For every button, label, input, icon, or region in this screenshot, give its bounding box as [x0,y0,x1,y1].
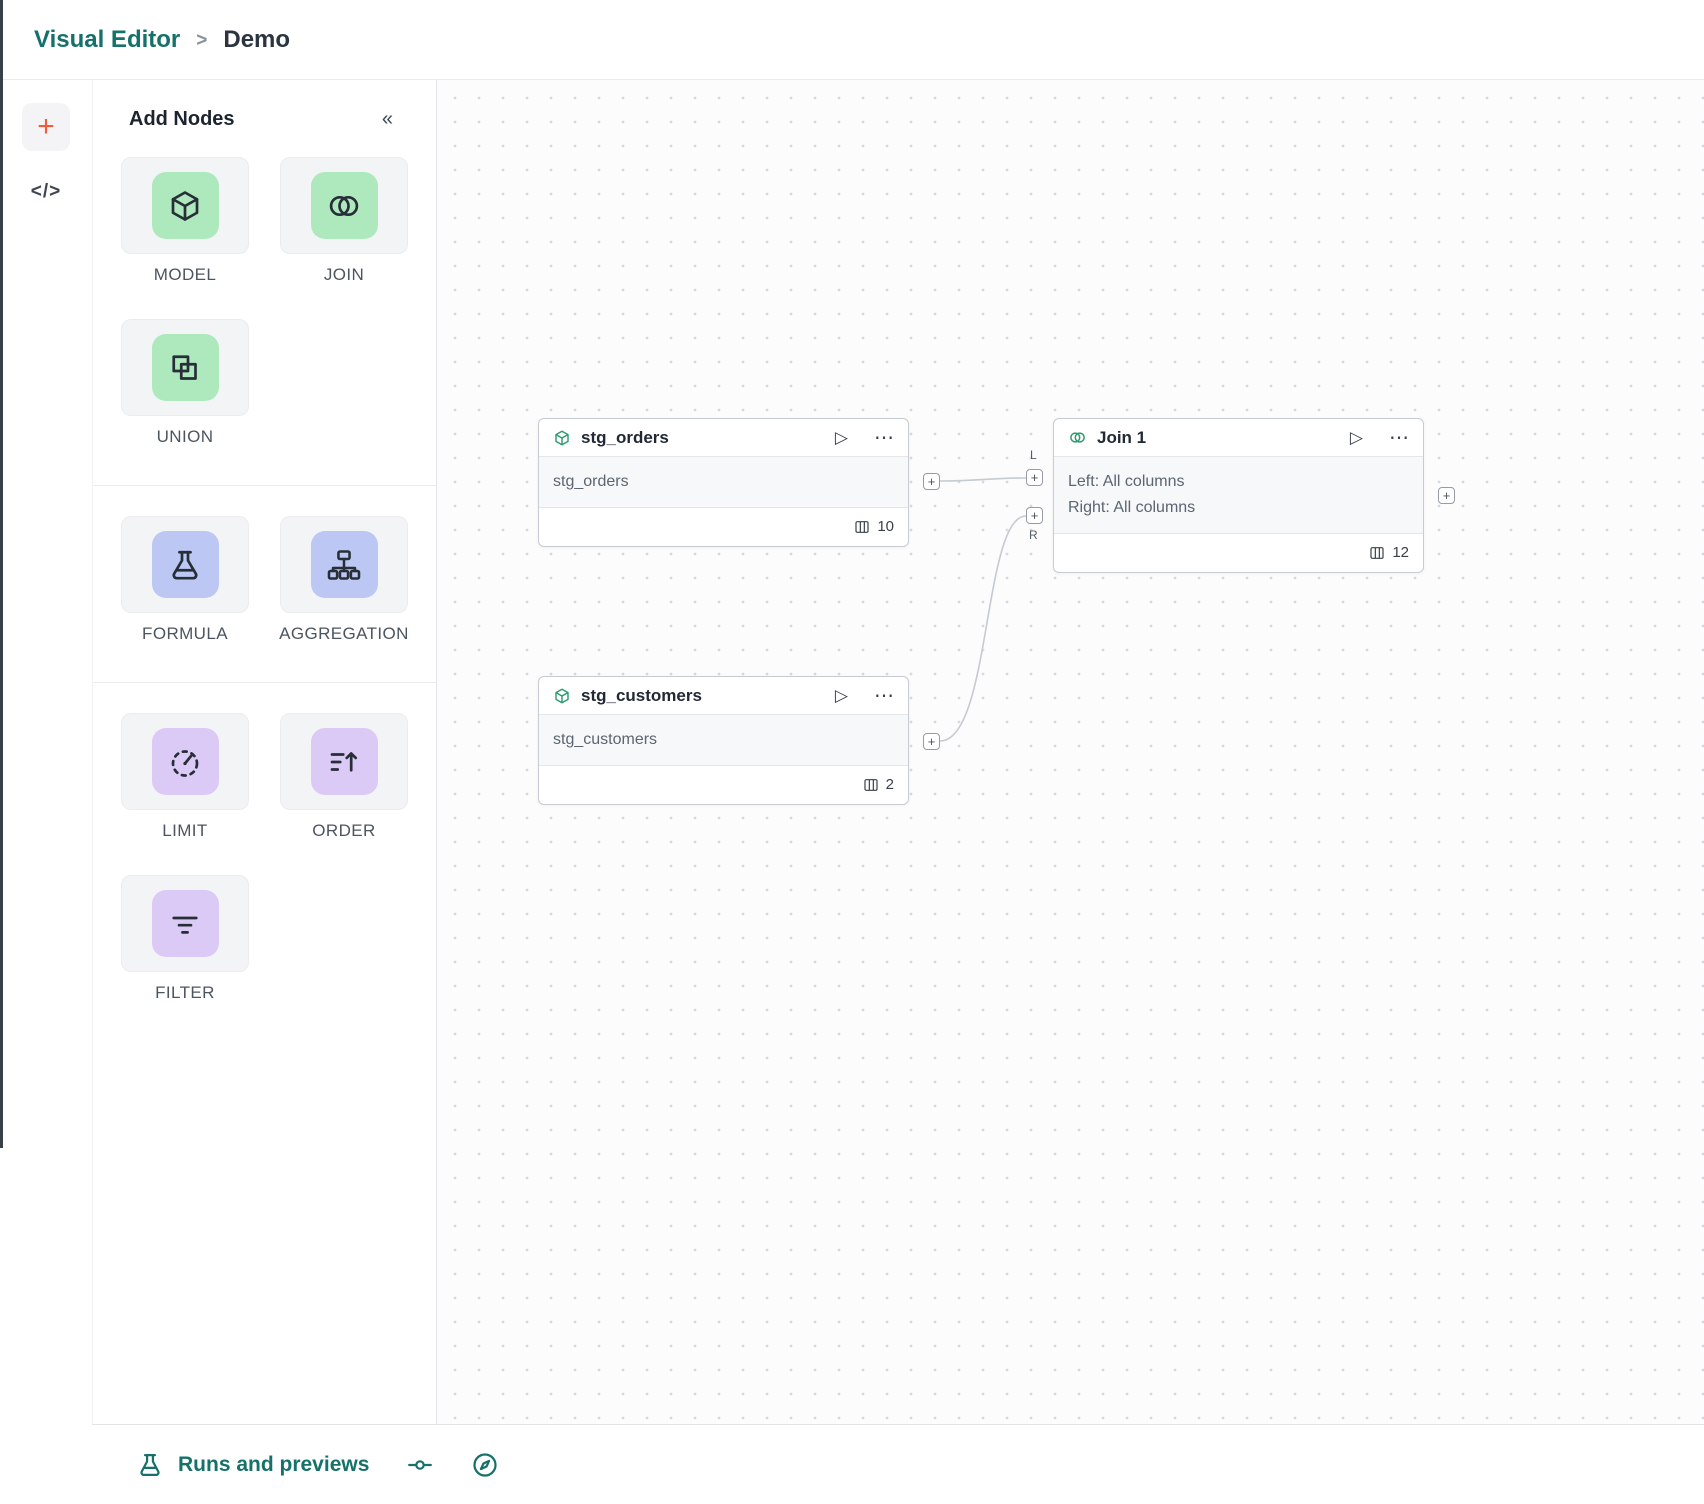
limit-gauge-icon [151,728,219,795]
node-title: stg_customers [581,685,702,705]
join-circles-icon [310,172,378,239]
columns-icon [863,777,879,793]
join-right-config: Right: All columns [1068,499,1196,516]
breadcrumb-separator: > [196,29,208,51]
page-title: Demo [223,25,291,53]
panel-divider [93,485,436,486]
filter-lines-icon [151,890,219,957]
node-source-name: stg_customers [553,731,658,748]
join-left-port-label: L [1030,448,1037,462]
join-left-config: Left: All columns [1068,473,1185,490]
node-join-1[interactable]: Join 1 ▷ ⋯ Left: All columns Right: All … [1053,418,1424,573]
node-stg-customers[interactable]: stg_customers ▷ ⋯ stg_customers 2 [538,676,909,805]
model-cube-icon [151,172,219,239]
node-type-label: JOIN [323,265,365,284]
code-editor-button[interactable]: </> [30,181,62,202]
node-type-filter[interactable]: FILTER [121,875,249,1003]
node-title: Join 1 [1097,427,1147,447]
order-sort-icon [310,728,378,795]
model-cube-icon [553,429,571,447]
add-nodes-panel: Add Nodes « MODEL [92,80,437,1424]
column-count: 2 [885,776,894,793]
node-type-limit[interactable]: LIMIT [121,713,249,841]
port-join-output[interactable]: + [1438,487,1455,504]
node-type-model[interactable]: MODEL [121,157,249,285]
port-join-left-input[interactable]: + [1026,469,1043,486]
run-node-button[interactable]: ▷ [834,428,848,447]
node-type-label: ORDER [312,821,376,840]
edge-stg-customers-to-join [939,515,1027,742]
node-type-label: UNION [156,427,214,446]
node-menu-button[interactable]: ⋯ [874,684,894,707]
node-stg-orders[interactable]: stg_orders ▷ ⋯ stg_orders 10 [538,418,909,547]
panel-title: Add Nodes [129,108,235,130]
node-type-label: LIMIT [162,821,208,840]
columns-icon [1369,545,1385,561]
node-menu-button[interactable]: ⋯ [1389,426,1409,449]
node-source-name: stg_orders [553,473,629,490]
runs-and-previews-label: Runs and previews [178,1452,370,1476]
column-count: 12 [1392,544,1409,561]
runs-and-previews-button[interactable]: Runs and previews [136,1451,369,1479]
aggregation-sitemap-icon [310,531,378,598]
node-type-label: MODEL [153,265,217,284]
breadcrumb-root-link[interactable]: Visual Editor [34,25,181,53]
git-commit-icon[interactable] [407,1452,433,1478]
pipeline-canvas[interactable]: stg_orders ▷ ⋯ stg_orders 10 [437,80,1704,1424]
run-node-button[interactable]: ▷ [1349,428,1363,447]
window-edge-line [0,0,3,1148]
add-node-button[interactable]: + [22,103,70,151]
collapse-panel-icon[interactable]: « [381,108,393,130]
breadcrumb: Visual Editor > Demo [0,0,1704,80]
node-type-join[interactable]: JOIN [280,157,408,285]
bottom-bar: Runs and previews [92,1424,1704,1504]
left-toolbar: + </> [0,80,92,1504]
runs-beaker-icon [136,1451,164,1479]
formula-flask-icon [151,531,219,598]
node-title: stg_orders [581,427,669,447]
join-right-port-label: R [1029,528,1038,542]
edge-stg-orders-to-join [939,477,1027,482]
node-menu-button[interactable]: ⋯ [874,426,894,449]
port-stg-orders-output[interactable]: + [923,473,940,490]
model-cube-icon [553,687,571,705]
join-circles-icon [1068,428,1087,447]
node-type-label: FILTER [155,983,215,1002]
run-node-button[interactable]: ▷ [834,686,848,705]
node-type-aggregation[interactable]: AGGREGATION [279,516,409,644]
port-join-right-input[interactable]: + [1026,507,1043,524]
union-squares-icon [151,334,219,401]
node-type-label: AGGREGATION [279,624,409,643]
compass-icon[interactable] [471,1451,499,1479]
column-count: 10 [877,518,894,535]
node-type-label: FORMULA [142,624,228,643]
node-type-order[interactable]: ORDER [280,713,408,841]
node-type-formula[interactable]: FORMULA [121,516,249,644]
columns-icon [854,519,870,535]
port-stg-customers-output[interactable]: + [923,733,940,750]
node-type-union[interactable]: UNION [121,319,249,447]
panel-divider [93,682,436,683]
